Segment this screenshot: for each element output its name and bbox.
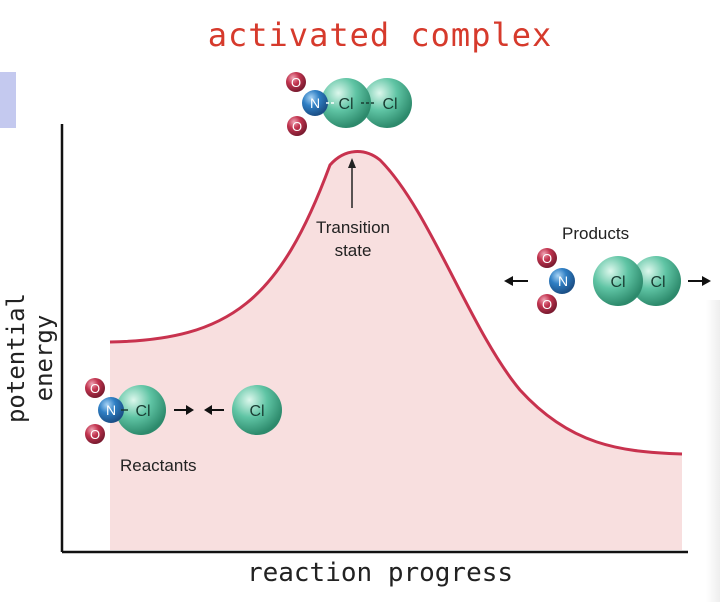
diagram-title: activated complex bbox=[207, 16, 553, 54]
x-axis-label: reaction progress bbox=[246, 558, 514, 588]
transition-arrowhead bbox=[348, 158, 356, 168]
transition-state-label-line1: Transition bbox=[316, 218, 390, 237]
product-arrow-right bbox=[688, 276, 711, 286]
atom-o-label: O bbox=[542, 251, 552, 266]
atom-n-label: N bbox=[310, 95, 320, 111]
atom-cl-label: Cl bbox=[382, 96, 397, 113]
energy-curve bbox=[109, 150, 683, 456]
atom-o-label: O bbox=[90, 381, 100, 396]
atom-n-label: N bbox=[106, 402, 116, 418]
product-arrow-left bbox=[504, 276, 528, 286]
transition-state-label-line2: state bbox=[335, 241, 372, 260]
energy-area bbox=[110, 151, 682, 551]
product-cl2-molecule: Cl Cl bbox=[593, 256, 681, 306]
reactant-cl-atom: Cl bbox=[232, 385, 282, 435]
y-axis-label: potential energy bbox=[2, 292, 58, 424]
atom-cl-label: Cl bbox=[135, 403, 150, 420]
atom-o-label: O bbox=[291, 75, 301, 90]
reactant-nocl-molecule: O O N Cl bbox=[85, 378, 166, 444]
atom-o-label: O bbox=[542, 297, 552, 312]
reactants-label: Reactants bbox=[120, 456, 197, 475]
slide-edge-tab bbox=[0, 72, 16, 128]
atom-n-label: N bbox=[558, 273, 568, 289]
product-no2-molecule: O O N bbox=[537, 248, 575, 314]
products-label: Products bbox=[562, 224, 629, 243]
slide-edge-shadow bbox=[706, 300, 720, 602]
atom-cl-label: Cl bbox=[249, 403, 264, 420]
activated-complex-molecule: O O N Cl Cl bbox=[286, 72, 412, 136]
reactant-arrows bbox=[174, 405, 224, 415]
atom-cl-label: Cl bbox=[610, 274, 625, 291]
atom-o-label: O bbox=[292, 119, 302, 134]
atom-cl-label: Cl bbox=[338, 96, 353, 113]
atom-o-label: O bbox=[90, 427, 100, 442]
atom-cl-label: Cl bbox=[650, 274, 665, 291]
